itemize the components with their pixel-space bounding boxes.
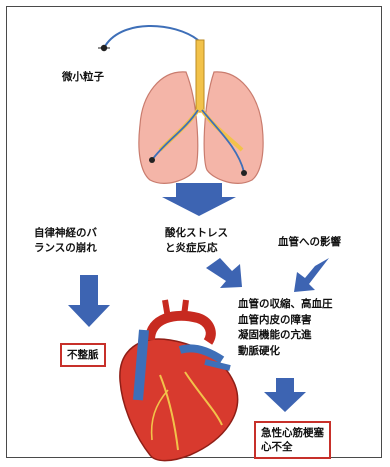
vena-cava — [138, 330, 144, 400]
arrhythmia-box: 不整脈 — [60, 343, 106, 367]
aorta-branch-1 — [165, 300, 168, 318]
effect-item: 凝固機能の亢進 — [238, 328, 333, 344]
label-vascular: 血管への影響 — [278, 235, 341, 250]
arrow-oxidative-diagonal — [206, 258, 242, 288]
label-autonomic-line2: ランスの崩れ — [34, 241, 97, 256]
aorta-branch-2 — [184, 300, 186, 316]
particle-dot-icon — [98, 45, 110, 51]
label-autonomic: 自律神経のバ ランスの崩れ — [34, 226, 97, 255]
particle-path — [104, 26, 198, 48]
effect-item: 血管内皮の障害 — [238, 313, 333, 329]
trachea — [196, 40, 204, 112]
arrow-effects-down — [264, 378, 306, 412]
effects-list: 血管の収縮、高血圧 血管内皮の障害 凝固機能の亢進 動脈硬化 — [238, 297, 333, 359]
arrow-autonomic-down — [68, 275, 110, 327]
label-autonomic-line1: 自律神経のバ — [34, 226, 97, 241]
label-oxidative-line2: と炎症反応 — [165, 241, 228, 256]
label-oxidative: 酸化ストレス と炎症反応 — [165, 226, 228, 255]
lungs-illustration — [139, 40, 263, 183]
arrow-vascular-diagonal — [294, 258, 329, 292]
heart-illustration — [120, 300, 238, 461]
left-lung — [139, 72, 198, 183]
label-oxidative-line1: 酸化ストレス — [165, 226, 228, 241]
outcome-box: 急性心筋梗塞 心不全 — [254, 421, 331, 459]
outcome-line2: 心不全 — [261, 440, 324, 454]
outcome-line1: 急性心筋梗塞 — [261, 426, 324, 440]
right-lung — [204, 72, 263, 183]
label-particles: 微小粒子 — [62, 70, 104, 85]
effect-item: 動脈硬化 — [238, 344, 333, 360]
particle-dot-left — [149, 157, 155, 163]
aorta-arch — [150, 316, 211, 342]
effect-item: 血管の収縮、高血圧 — [238, 297, 333, 313]
particle-dot-right — [241, 170, 247, 176]
arrow-lungs-down — [162, 183, 236, 216]
